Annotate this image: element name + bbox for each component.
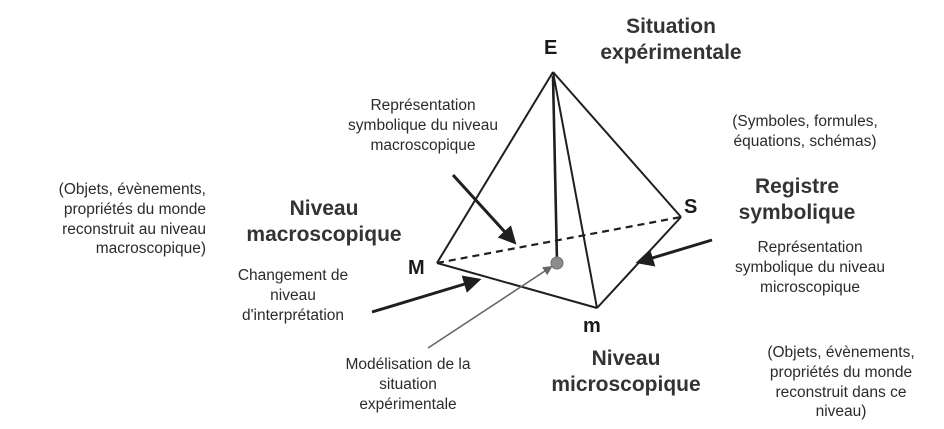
arrow-change-level: [371, 275, 482, 314]
label-symbols: (Symboles, formules, équations, schémas): [732, 113, 878, 150]
vertex-m-label: m: [583, 315, 601, 337]
label-rep-macro: Représentation symbolique du niveau macr…: [348, 97, 498, 154]
title-macroscopic-level: Niveau macroscopique: [246, 197, 402, 246]
label-rep-micro: Représentation symbolique du niveau micr…: [735, 239, 885, 296]
edge-E-center: [551, 75, 559, 263]
arrow-modelisation: [427, 265, 553, 349]
label-objects-macro: (Objets, évènements, propriétés du monde…: [58, 181, 206, 258]
edge-E-m: [552, 71, 598, 309]
edge-E-S: [552, 71, 682, 218]
title-symbolic-register: Registre symbolique: [738, 175, 856, 224]
edge-S-m: [596, 216, 682, 309]
label-modelisation: Modélisation de la situation expérimenta…: [345, 356, 471, 413]
vertex-S-label: S: [684, 196, 698, 218]
arrow-rep-macro: [451, 173, 517, 245]
arrow-rep-micro: [635, 238, 713, 267]
edge-M-S-hidden: [436, 215, 682, 265]
title-microscopic-level: Niveau microscopique: [551, 347, 701, 396]
label-objects-micro: (Objets, évènements, propriétés du monde…: [767, 344, 915, 421]
edge-M-m: [436, 262, 598, 309]
vertex-E-label: E: [544, 37, 558, 59]
label-change-level: Changement de niveau d'interprétation: [237, 267, 349, 324]
vertex-M-label: M: [408, 257, 425, 279]
center-point: [550, 256, 564, 270]
edge-E-M: [436, 71, 554, 264]
title-experimental-situation: Situation expérimentale: [600, 15, 742, 64]
